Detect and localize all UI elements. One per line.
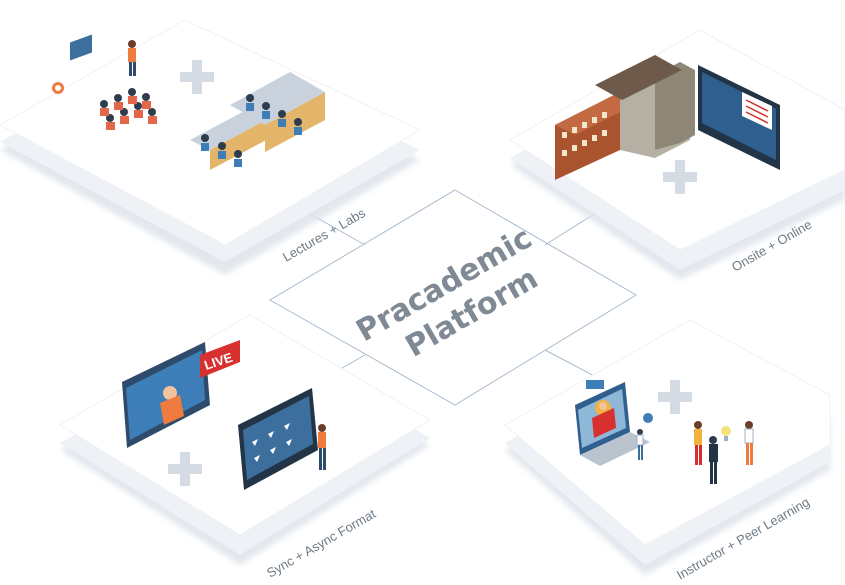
peer-group-illustration [694, 421, 754, 484]
tile-lectures-labs: Lectures + Labs [0, 19, 422, 275]
plus-icon [180, 60, 214, 94]
tablet-illustration [698, 65, 780, 460]
lab-illustration [190, 72, 325, 170]
laptop-illustration [575, 380, 653, 466]
center-diamond [269, 189, 637, 406]
building-illustration [555, 55, 695, 180]
tile-sync-async: LIVE Sync + Async Format [59, 314, 431, 581]
plus-icon [658, 380, 692, 414]
center-title: Pracademic Platform [351, 221, 545, 365]
plus-icon [168, 452, 202, 486]
video-grid-illustration [238, 388, 326, 490]
lecture-illustration [52, 34, 157, 130]
plus-icon [663, 160, 697, 194]
video-screen-illustration: LIVE [122, 340, 240, 448]
tile-instructor-peer: Instructor + Peer Learning [504, 319, 831, 583]
